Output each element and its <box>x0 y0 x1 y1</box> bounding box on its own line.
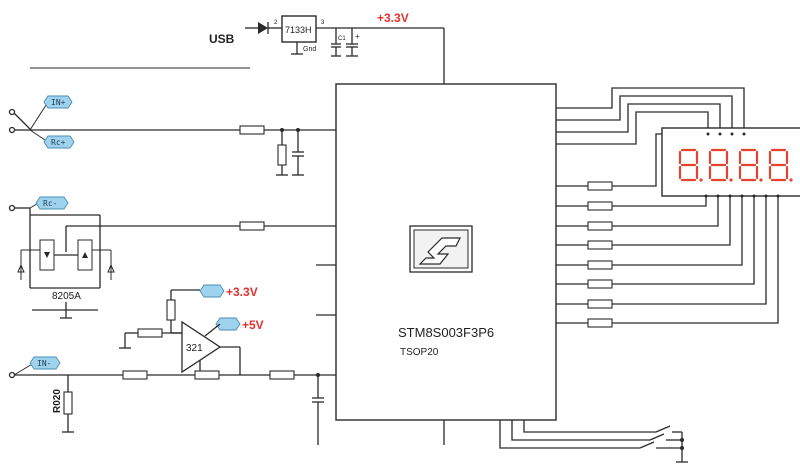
capacitor-icon <box>292 130 304 176</box>
resistor-icon <box>587 260 613 270</box>
resistor-icon <box>587 221 613 231</box>
capacitor-icon <box>312 375 324 445</box>
mcu-package: TSOP20 <box>400 347 439 358</box>
regulator-pin-out: 3 <box>321 20 325 26</box>
regulator-label: 7133H <box>285 25 312 35</box>
seven-segment-display-icon <box>661 127 800 198</box>
svg-text:IN-: IN- <box>37 359 51 368</box>
rail-3v3-label: +3.3V <box>377 11 409 25</box>
resistor-icon <box>587 299 613 309</box>
display-digit <box>738 148 763 182</box>
regulator-gnd-label: Gnd <box>303 46 316 53</box>
resistor-icon <box>269 370 295 380</box>
rail-3v3-opamp-label: +3.3V <box>226 285 258 299</box>
regulator-pin-in: 2 <box>274 20 278 26</box>
display-digit <box>768 148 793 182</box>
regulator-chip <box>281 15 317 43</box>
resistor-icon <box>194 370 220 380</box>
capacitor-icon <box>331 28 341 57</box>
resistor-icon <box>166 299 176 321</box>
tag-5v <box>215 317 241 331</box>
display-bus <box>556 87 779 328</box>
buttons-section <box>499 420 688 463</box>
rail-5v-label: +5V <box>242 318 264 332</box>
resistor-icon <box>587 201 613 211</box>
resistor-icon <box>137 328 163 338</box>
mosfet-label: 8205A <box>52 291 81 302</box>
shunt-resistor-icon <box>63 391 73 415</box>
resistor-icon <box>239 125 265 135</box>
mcu-name: STM8S003F3P6 <box>398 325 494 340</box>
opamp-icon <box>181 320 222 374</box>
svg-text:Rc-: Rc- <box>43 199 57 208</box>
opamp-label: 321 <box>186 343 203 354</box>
mosfet-icon <box>17 239 115 280</box>
resistor-icon <box>239 221 265 231</box>
display-digit <box>708 148 733 182</box>
input-section: IN+ Rc+ Rc- <box>8 95 336 445</box>
shunt-label: R020 <box>52 389 63 413</box>
capacitor-icon: + <box>346 28 360 57</box>
resistor-icon <box>277 144 287 166</box>
diode-icon <box>258 22 269 34</box>
resistor-icon <box>587 240 613 250</box>
svg-text:+: + <box>355 32 360 41</box>
resistor-icon <box>587 279 613 289</box>
resistor-icon <box>587 181 613 191</box>
tag-in-minus: IN- <box>29 356 61 370</box>
display-digit <box>678 148 703 182</box>
st-logo-icon <box>409 225 473 273</box>
tag-rc-minus: Rc- <box>35 196 69 210</box>
cap-c1-label: C1 <box>338 36 346 42</box>
svg-text:IN+: IN+ <box>51 98 66 107</box>
resistor-icon <box>122 370 148 380</box>
svg-text:Rc+: Rc+ <box>51 138 66 147</box>
tag-rc-plus: Rc+ <box>43 135 75 149</box>
power-supply: USB 7133H 2 3 Gnd +3.3V C1 <box>209 11 445 84</box>
resistor-icon <box>587 318 613 328</box>
tag-in-plus: IN+ <box>43 95 73 109</box>
usb-label: USB <box>209 32 235 46</box>
tag-3v3-opamp <box>199 284 225 298</box>
mcu: STM8S003F3P6 TSOP20 <box>316 83 557 445</box>
